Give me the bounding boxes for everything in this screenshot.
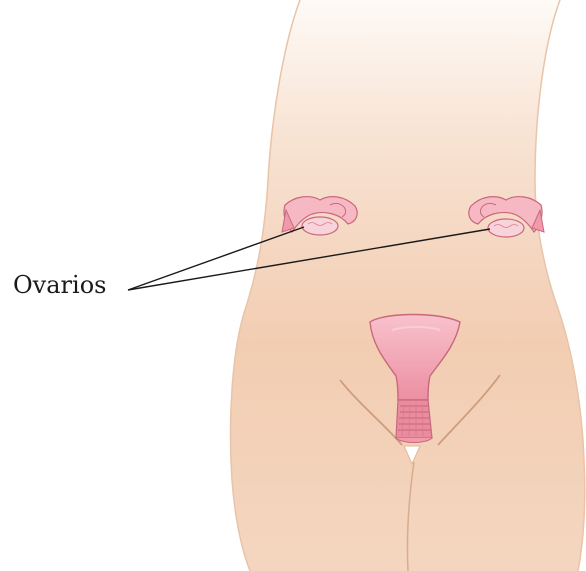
ovaries-label: Ovarios: [13, 271, 106, 299]
torso-silhouette: [231, 0, 585, 571]
